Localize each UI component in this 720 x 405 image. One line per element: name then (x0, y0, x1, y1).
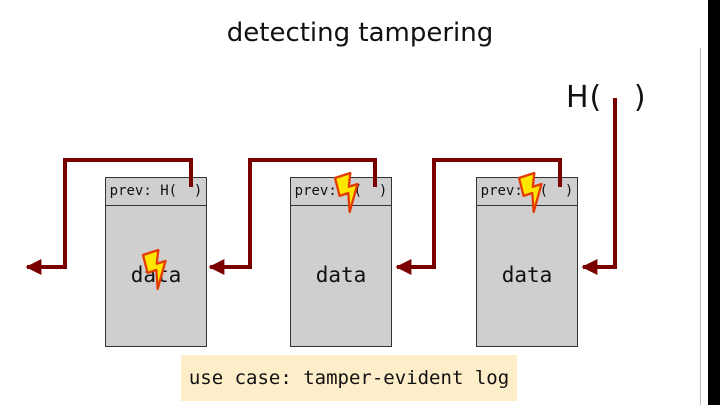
block-data-label: data (315, 263, 367, 287)
block-header-divider (106, 205, 206, 206)
hash-pointer-label: H( ) (566, 80, 647, 115)
slide-edge-bar (708, 0, 720, 405)
use-case-caption: use case: tamper-evident log (181, 355, 517, 401)
lightning-bolt-icon-block-1-data (141, 248, 167, 291)
block-header-divider (291, 205, 391, 206)
slide-edge-line (700, 48, 701, 405)
lightning-bolt-icon-block-2-prev (333, 171, 359, 214)
lightning-bolt-icon-block-3-prev (517, 171, 543, 214)
chain-block-3: prev: H( ) data (476, 177, 578, 347)
head-hash-pointer-arrow (581, 98, 617, 275)
hash-pointer-arrow-to-block-1 (208, 158, 377, 275)
block-prev-hash-label: prev: H( ) (109, 183, 203, 199)
slide-title: detecting tampering (226, 18, 494, 48)
block-header-divider (477, 205, 577, 206)
hash-pointer-arrow-to-block-2 (395, 158, 562, 275)
chain-block-1: prev: H( ) data (105, 177, 207, 347)
block-data-label: data (501, 263, 553, 287)
hash-pointer-arrow-left (25, 158, 193, 275)
